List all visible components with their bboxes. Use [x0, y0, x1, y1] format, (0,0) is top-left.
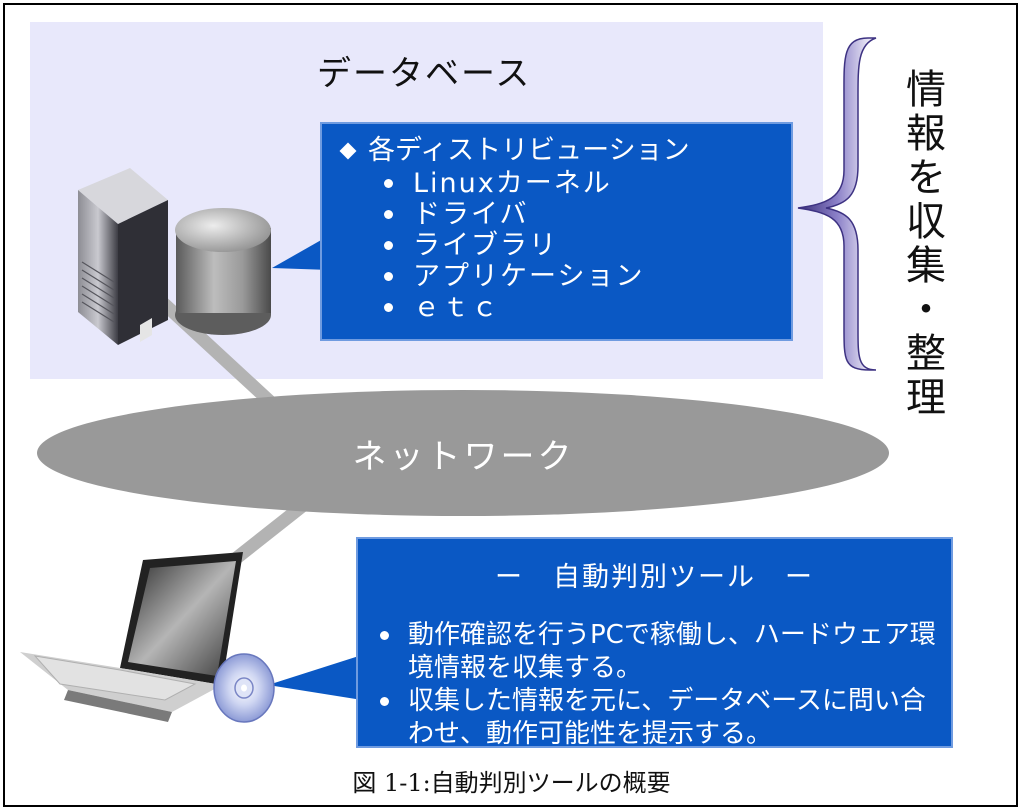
cd-disc-icon	[213, 653, 275, 723]
brace-icon	[797, 37, 877, 371]
bullet-icon	[384, 303, 393, 312]
server-icon	[78, 168, 168, 345]
database-list: 各ディストリビューション Linuxカーネル ドライバ ライブラリ アプリケーシ…	[336, 134, 690, 323]
network: ネットワーク	[37, 390, 890, 516]
tool-callout-pointer	[268, 655, 362, 700]
list-item: ｅｔｃ	[336, 292, 690, 323]
database-disk-icon	[175, 208, 271, 335]
side-label: 情報を収集・整理	[899, 68, 945, 420]
network-label: ネットワーク	[352, 436, 575, 477]
tool-callout: ー 自動判別ツール ー 動作確認を行うPCで稼働し、ハードウェア環境情報を収集す…	[356, 537, 953, 751]
list-item: ドライバ	[336, 199, 690, 230]
database-title: データベース	[317, 54, 532, 94]
list-item: Linuxカーネル	[336, 168, 690, 199]
bullet-icon	[380, 697, 389, 706]
bullet-icon	[384, 210, 393, 219]
list-item: 収集した情報を元に、データベースに問い合わせ、動作可能性を提示する。	[376, 685, 937, 751]
bullet-icon	[384, 179, 393, 188]
tool-list: 動作確認を行うPCで稼働し、ハードウェア環境情報を収集する。 収集した情報を元に…	[376, 619, 937, 751]
tool-title: ー 自動判別ツール ー	[495, 562, 814, 593]
bullet-icon	[384, 272, 393, 281]
list-item: アプリケーション	[336, 261, 690, 292]
figure-frame	[3, 3, 1018, 807]
bullet-icon	[384, 241, 393, 250]
laptop-icon	[20, 552, 243, 722]
list-item: 動作確認を行うPCで稼働し、ハードウェア環境情報を収集する。	[376, 619, 937, 685]
database-callout: 各ディストリビューション Linuxカーネル ドライバ ライブラリ アプリケーシ…	[320, 122, 793, 341]
database-callout-pointer	[272, 235, 330, 270]
figure-caption: 図 1-1:自動判別ツールの概要	[352, 769, 671, 797]
network-ellipse	[37, 390, 889, 516]
diamond-bullet-icon	[339, 142, 357, 160]
list-item: ライブラリ	[336, 230, 690, 261]
bullet-icon	[380, 631, 389, 640]
database-heading: 各ディストリビューション	[336, 134, 690, 168]
